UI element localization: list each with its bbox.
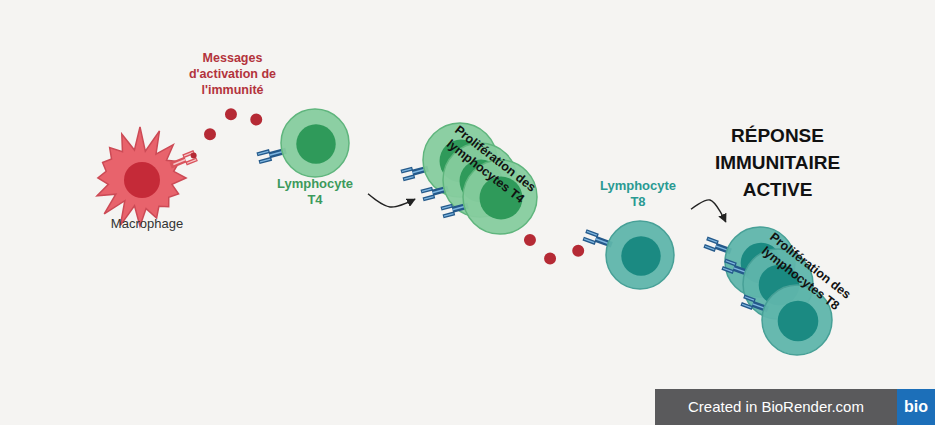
text-holder: Lymphocyte T8 <box>596 178 680 210</box>
label-holder: Created in BioRender.com <box>655 389 897 425</box>
text-holder: Macrophage <box>92 216 202 232</box>
label-holder: RÉPONSE IMMUNITAIRE ACTIVE <box>690 122 865 203</box>
watermark-logo: bio <box>897 389 935 425</box>
watermark-bar <box>655 389 897 425</box>
watermark-text: Created in BioRender.com <box>655 389 897 425</box>
cell-drawing <box>583 221 674 289</box>
result-heading: RÉPONSE IMMUNITAIRE ACTIVE <box>690 122 865 203</box>
cell-label: Lymphocyte T4 <box>273 176 357 208</box>
cell-drawing <box>97 127 197 226</box>
lymphocyte-t4-cell: Lymphocyte T4 <box>262 106 368 218</box>
lymphocyte-t8-cell: Lymphocyte T8 <box>585 176 691 294</box>
proliferation-t8-cells: Prolifération des lymphocytes T8 <box>712 222 840 362</box>
cell-drawing <box>257 109 349 177</box>
proliferation-t4-cells: Prolifération des lymphocytes T4 <box>415 118 543 240</box>
receptor-symbol <box>169 152 197 170</box>
label-holder: bio <box>897 389 935 425</box>
message-dots <box>210 110 262 134</box>
cell-outline <box>585 176 691 294</box>
curved-arrow <box>368 194 415 207</box>
curved-arrow <box>691 200 726 222</box>
watermark-logo-box <box>897 389 935 425</box>
text-holder: Lymphocyte T4 <box>273 176 357 208</box>
cell-label: Macrophage <box>92 216 202 232</box>
message-dots <box>530 240 585 258</box>
cell-label: Lymphocyte T8 <box>596 178 680 210</box>
macrophage-cell: Macrophage <box>92 128 210 236</box>
label-holder: Messages d'activation de l'immunité <box>185 50 280 98</box>
message-label: Messages d'activation de l'immunité <box>185 50 280 98</box>
